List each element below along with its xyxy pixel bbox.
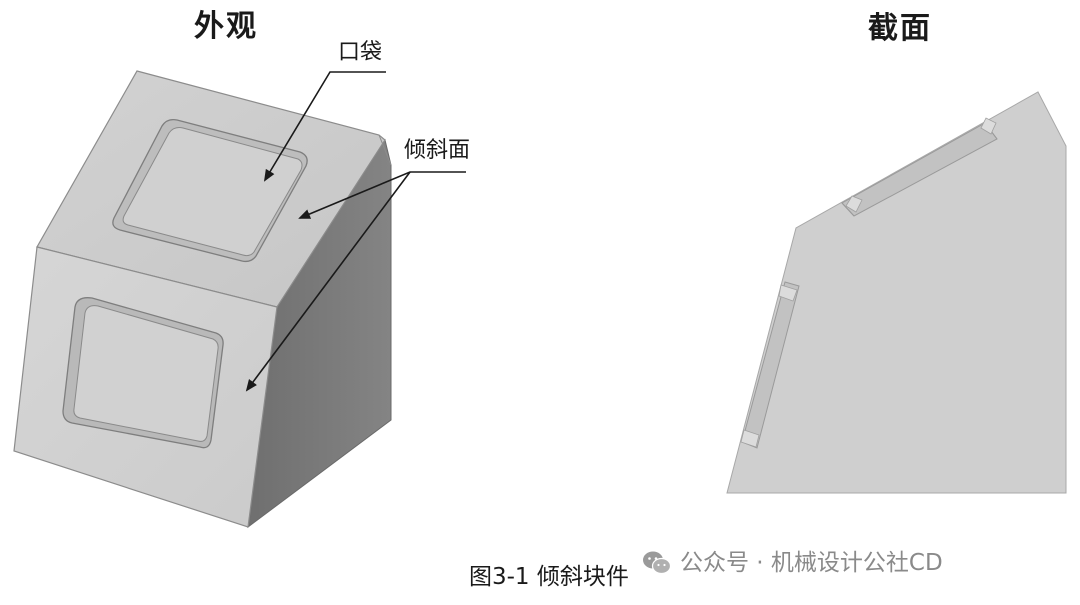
section-heading: 截面 xyxy=(868,11,932,46)
inclined-face-callout-label: 倾斜面 xyxy=(404,138,471,163)
wechat-icon xyxy=(643,551,672,575)
callout-leaders xyxy=(245,71,466,392)
exterior-heading: 外观 xyxy=(194,9,258,44)
section-view xyxy=(726,91,1067,494)
section-side-pocket xyxy=(740,281,800,449)
exterior-block xyxy=(13,70,392,529)
watermark: 公众号 · 机械设计公社CD xyxy=(642,550,943,576)
front-pocket xyxy=(62,297,224,449)
watermark-text: 公众号 · 机械设计公社CD xyxy=(680,549,943,576)
pocket-callout-label: 口袋 xyxy=(338,40,383,65)
figure-caption: 图3-1 倾斜块件 xyxy=(469,564,629,590)
top-pocket xyxy=(112,118,308,263)
section-profile xyxy=(726,91,1067,494)
section-top-pocket xyxy=(841,117,998,217)
